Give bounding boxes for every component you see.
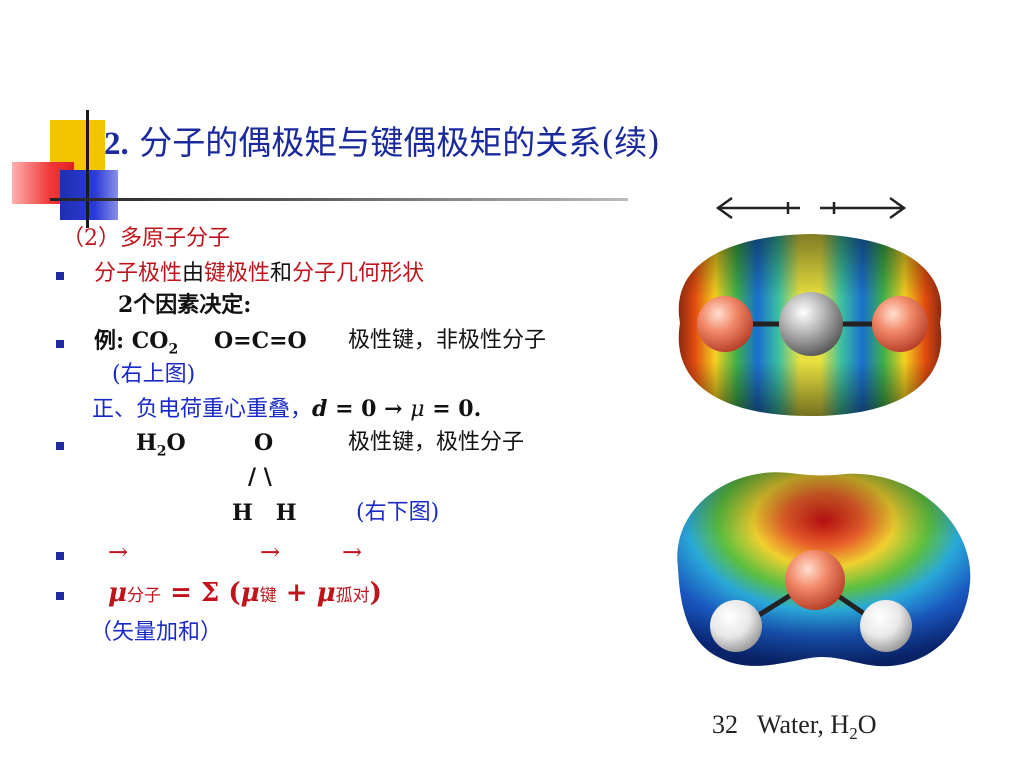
- sub-lone-pair: 孤对: [335, 586, 370, 606]
- sum-symbol: = Σ (: [161, 578, 241, 608]
- arrow-1: →: [108, 538, 129, 566]
- bullet-marker: [56, 592, 64, 600]
- dipole-d-symbol: d: [312, 396, 328, 422]
- mu-lone-pair: μ: [316, 578, 336, 608]
- bullet-1-line2: 2个因素决定:: [118, 292, 252, 318]
- arrow-2: →: [260, 538, 281, 566]
- h2o-structure-o: O: [254, 430, 274, 456]
- h2o-o: O: [166, 430, 186, 456]
- bond-dipole-arrows: [715, 196, 907, 220]
- b1-part1: 分子极性: [94, 261, 183, 286]
- bullet-marker: [56, 272, 64, 280]
- title-number: 2.: [104, 126, 129, 162]
- section-heading: （2）多原子分子: [62, 226, 230, 251]
- mu-symbol: μ: [410, 397, 425, 422]
- b1-part5: 分子几何形状: [292, 261, 425, 286]
- bullet-marker: [56, 340, 64, 348]
- bullet-1-text: 分子极性由键极性和分子几何形状: [94, 263, 424, 285]
- co2-charge-note: 正、负电荷重心重叠，d = 0 → μ = 0.: [92, 398, 481, 421]
- co2-figure-ref: (右上图): [112, 362, 196, 387]
- co2-ball-model: [697, 292, 928, 356]
- charge-note-end: = 0.: [424, 396, 482, 422]
- vector-sum-note: （矢量加和）: [90, 620, 223, 645]
- arrow-3: →: [342, 538, 363, 566]
- bullet-marker: [56, 552, 64, 560]
- b1-part2: 由: [182, 261, 205, 286]
- mu-bond: μ: [240, 578, 260, 608]
- sub-molecule: 分子: [127, 586, 162, 606]
- bullet-marker: [56, 442, 64, 450]
- caption-end: O: [857, 710, 877, 739]
- h2o-structure-hh: H H: [232, 500, 297, 526]
- mu-molecule: μ: [108, 578, 128, 608]
- title-underline: [50, 198, 628, 201]
- h2o-label: H2O: [136, 432, 186, 458]
- sub-bond: 键: [259, 586, 277, 606]
- b1-part3: 键极性: [204, 261, 271, 286]
- h2o-ball-model: [710, 550, 912, 652]
- charge-note-text: 正、负电荷重心重叠，: [92, 397, 313, 422]
- b1-part4: 和: [270, 261, 293, 286]
- co2-label: 例: CO: [94, 328, 169, 354]
- title-text: 分子的偶极矩与键偶极矩的关系(续): [139, 123, 660, 162]
- caption-subscript: 2: [849, 724, 858, 744]
- h2o-description: 极性键，极性分子: [348, 430, 525, 455]
- h2o-h: H: [136, 430, 157, 456]
- slide-title: 2. 分子的偶极矩与键偶极矩的关系(续): [104, 116, 660, 164]
- molecule-illustrations: [677, 196, 971, 667]
- co2-subscript: 2: [168, 341, 179, 358]
- figure-caption: 32 Water, H2O: [712, 710, 876, 744]
- caption-main: 32 Water, H: [712, 710, 850, 739]
- h2o-structure-bonds: / \: [248, 464, 272, 490]
- co2-description: 极性键，非极性分子: [348, 328, 547, 353]
- h2o-figure-ref: (右下图): [356, 500, 440, 525]
- bullet-2-label: 例: CO2: [94, 330, 178, 356]
- logo-vertical-rule: [86, 110, 89, 228]
- plus-sign: +: [276, 578, 317, 608]
- close-paren: ): [369, 578, 382, 608]
- co2-formula: O=C=O: [214, 328, 307, 354]
- logo-blue-square: [60, 170, 118, 220]
- dipole-sum-equation: μ分子 = Σ (μ键 + μ孤对): [108, 578, 382, 608]
- h2o-subscript: 2: [156, 443, 167, 460]
- charge-note-equals: = 0 →: [327, 396, 411, 422]
